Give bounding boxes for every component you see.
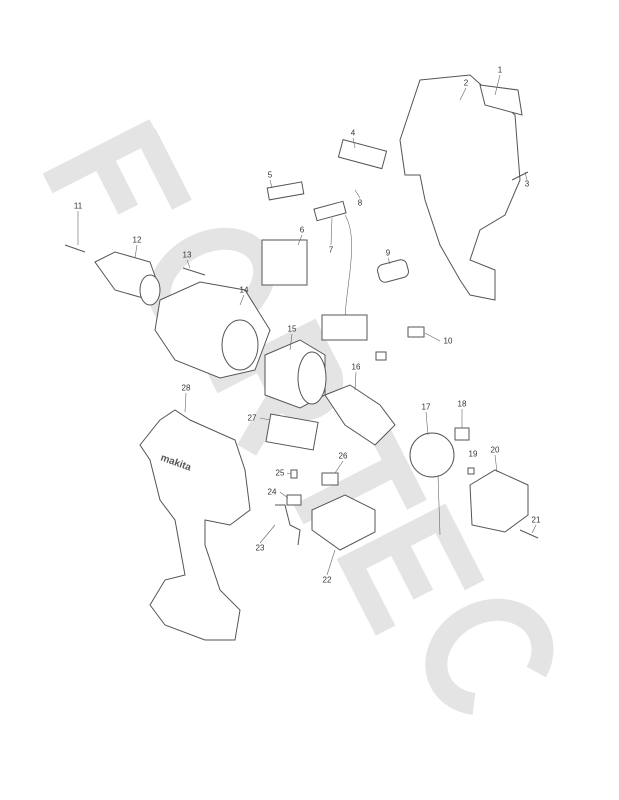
switch-6 bbox=[261, 239, 308, 286]
part-label-25: 25 bbox=[275, 468, 285, 478]
screw-25 bbox=[290, 469, 298, 479]
part-label-23: 23 bbox=[255, 543, 265, 553]
part-label-22: 22 bbox=[322, 575, 332, 585]
brush-holder bbox=[375, 351, 387, 361]
part-24 bbox=[286, 494, 302, 506]
led-7 bbox=[313, 200, 347, 222]
part-label-20: 20 bbox=[490, 445, 500, 455]
part-label-1: 1 bbox=[497, 65, 503, 75]
cable-17 bbox=[437, 474, 441, 536]
part-label-21: 21 bbox=[531, 515, 541, 525]
watermark-letter-t bbox=[293, 419, 427, 525]
part-label-11: 11 bbox=[73, 201, 83, 211]
part-label-26: 26 bbox=[338, 451, 348, 461]
part-label-10: 10 bbox=[443, 336, 453, 346]
nameplate bbox=[479, 84, 523, 116]
gear-face bbox=[221, 319, 259, 371]
rear-cover-20 bbox=[469, 469, 529, 533]
armature-16 bbox=[324, 384, 396, 446]
watermark-letter-f bbox=[42, 119, 192, 215]
part-label-6: 6 bbox=[299, 225, 305, 235]
chuck-face bbox=[139, 274, 161, 306]
lever-5 bbox=[266, 181, 305, 201]
part-label-5: 5 bbox=[267, 170, 273, 180]
brush-holder-17 bbox=[409, 432, 455, 478]
part-label-13: 13 bbox=[182, 250, 192, 260]
leader-lines bbox=[77, 74, 537, 576]
part-18 bbox=[454, 427, 470, 441]
watermark-letter-e bbox=[336, 503, 485, 636]
part-label-18: 18 bbox=[457, 399, 467, 409]
screw-21 bbox=[519, 529, 539, 539]
cap-9 bbox=[377, 259, 409, 283]
connector-board bbox=[321, 314, 368, 341]
brush-10 bbox=[407, 326, 425, 338]
part-label-17: 17 bbox=[421, 402, 431, 412]
wire-7 bbox=[344, 214, 352, 321]
part-label-4: 4 bbox=[350, 128, 356, 138]
part-label-28: 28 bbox=[181, 383, 191, 393]
part-label-9: 9 bbox=[385, 248, 391, 258]
part-label-24: 24 bbox=[267, 487, 277, 497]
part-label-19: 19 bbox=[468, 449, 478, 459]
housing-right bbox=[399, 74, 521, 301]
switch-cover-4 bbox=[337, 139, 388, 170]
part-19 bbox=[467, 467, 475, 475]
part-label-14: 14 bbox=[239, 285, 249, 295]
part-label-2: 2 bbox=[463, 78, 469, 88]
terminal-23 bbox=[275, 504, 301, 546]
stator-end bbox=[297, 351, 327, 405]
part-label-15: 15 bbox=[287, 324, 297, 334]
controller-22 bbox=[311, 494, 376, 551]
watermark-letter-c bbox=[425, 598, 554, 715]
part-label-27: 27 bbox=[247, 413, 257, 423]
part-label-7: 7 bbox=[328, 245, 334, 255]
screw-11 bbox=[64, 244, 86, 253]
part-26 bbox=[321, 472, 339, 486]
insulation-27 bbox=[265, 413, 319, 451]
part-label-12: 12 bbox=[132, 235, 142, 245]
screw-13 bbox=[182, 267, 206, 276]
part-label-16: 16 bbox=[351, 362, 361, 372]
part-label-8: 8 bbox=[357, 198, 363, 208]
housing-left-28 bbox=[139, 409, 251, 641]
watermark bbox=[42, 119, 554, 715]
part-label-3: 3 bbox=[524, 179, 530, 189]
